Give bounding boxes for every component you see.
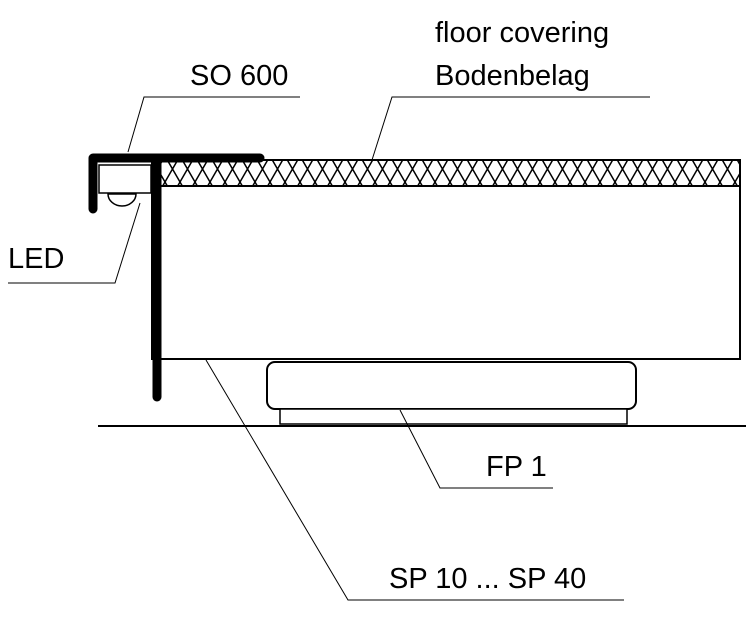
step-body <box>151 159 741 360</box>
leader-fp1 <box>399 409 553 489</box>
label-step-range: SP 10 ... SP 40 <box>389 563 586 595</box>
label-fp1: FP 1 <box>486 451 547 483</box>
label-floor-covering-en: floor covering <box>435 17 609 49</box>
label-so600: SO 600 <box>190 60 288 92</box>
leader-so600 <box>127 96 300 153</box>
foot-pad <box>266 361 637 425</box>
label-floor-covering-de: Bodenbelag <box>435 60 590 92</box>
leader-led <box>8 202 141 284</box>
leader-floor-covering <box>371 96 650 161</box>
led-housing <box>98 164 152 194</box>
floor-covering-layer <box>159 159 741 187</box>
label-led: LED <box>8 243 64 275</box>
led-element <box>107 193 137 207</box>
so600-profile <box>88 153 265 402</box>
leader-step-range <box>205 359 624 601</box>
